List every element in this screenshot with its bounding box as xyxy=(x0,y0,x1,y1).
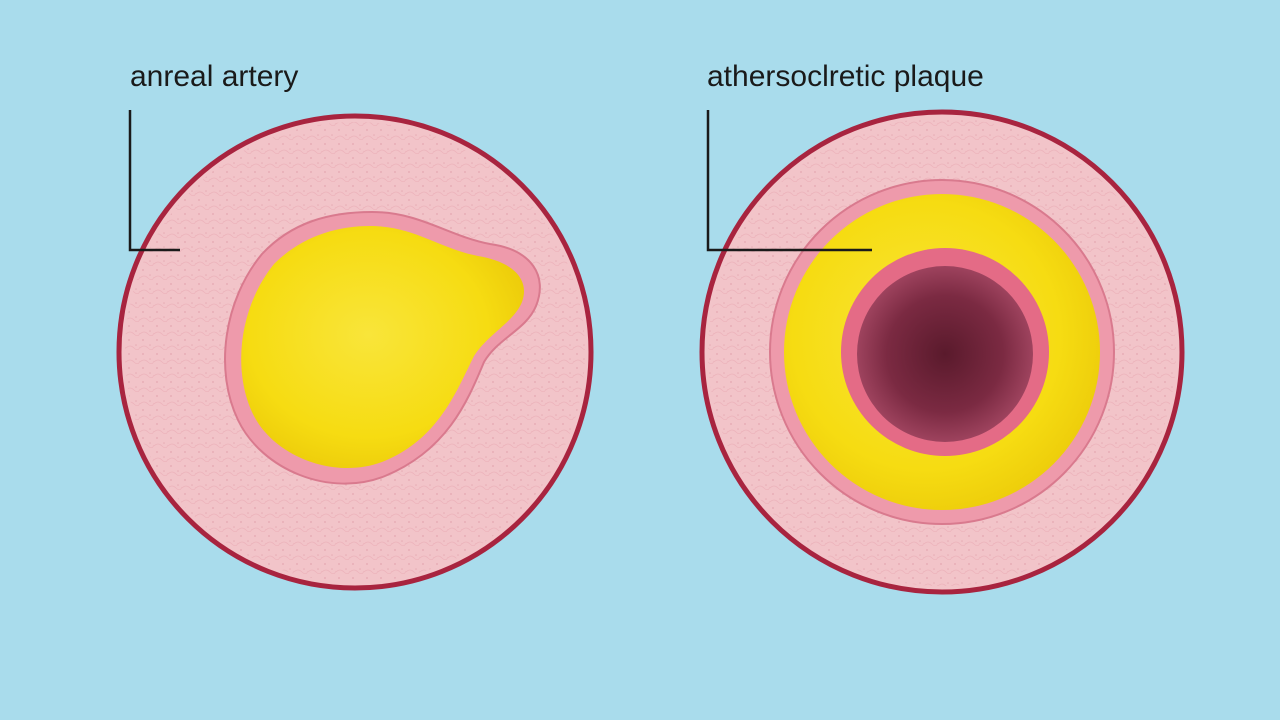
right-artery-cross-section xyxy=(699,109,1185,595)
left-artery-cross-section xyxy=(116,113,594,591)
right-lumen xyxy=(857,266,1033,442)
left-leader-line xyxy=(128,110,180,252)
right-leader-line xyxy=(706,110,872,252)
right-label: athersoclretic plaque xyxy=(707,60,984,93)
left-plaque xyxy=(241,226,525,469)
left-label: anreal artery xyxy=(130,60,298,93)
